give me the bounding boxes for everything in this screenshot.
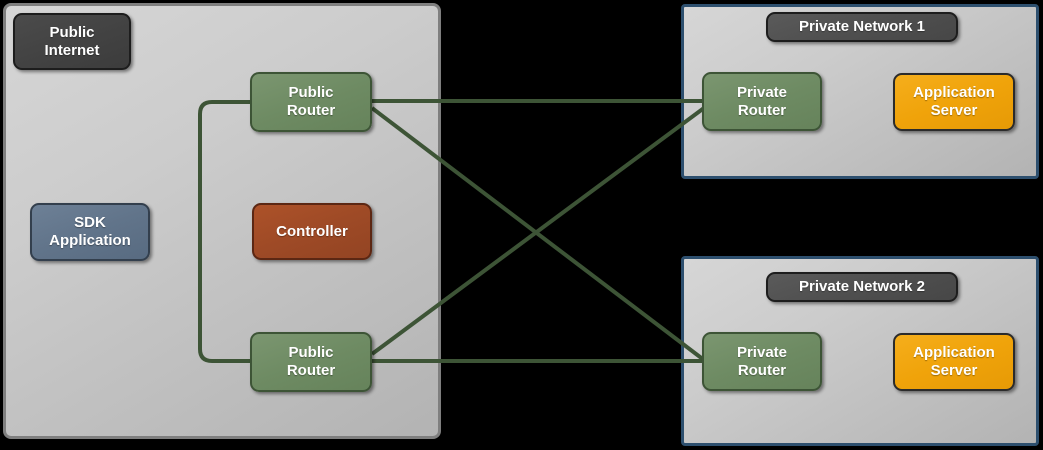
node-public-router-1-label-line1: Public (288, 84, 334, 102)
node-public-internet[interactable]: Public Internet (13, 13, 131, 70)
node-private-router-2[interactable]: Private Router (702, 332, 822, 391)
node-private-router-2-label-line1: Private (736, 343, 788, 361)
zone-private-network-2-label: Private Network 2 (766, 272, 958, 302)
node-controller-label-line1: Controller (276, 222, 348, 240)
node-public-internet-label-line1: Public (49, 23, 95, 41)
node-public-internet-label-line2: Internet (44, 41, 100, 59)
node-private-router-1[interactable]: Private Router (702, 72, 822, 131)
node-application-server-1-label-line1: Application (913, 84, 995, 102)
node-public-router-2-label-line2: Router (286, 362, 336, 379)
node-private-router-1-label-line1: Private (736, 83, 788, 101)
node-private-router-1-label-line2: Router (737, 101, 787, 119)
node-application-server-1-label-line2: Server (930, 102, 978, 119)
node-public-router-1[interactable]: Public Router (250, 72, 372, 132)
node-sdk-application-label-line1: SDK (74, 214, 106, 232)
node-public-router-2-label-line1: Public (288, 344, 334, 362)
node-private-router-2-label-line2: Router (737, 361, 787, 379)
node-controller[interactable]: Controller (252, 203, 372, 260)
node-public-router-2[interactable]: Public Router (250, 332, 372, 392)
node-application-server-2-label-line1: Application (913, 344, 995, 362)
zone-private-network-1-label: Private Network 1 (766, 12, 958, 42)
node-application-server-2[interactable]: Application Server (893, 333, 1015, 391)
node-sdk-application-label-line2: Application (49, 232, 131, 249)
node-application-server-2-label-line2: Server (930, 362, 978, 379)
node-public-router-1-label-line2: Router (286, 102, 336, 119)
node-application-server-1[interactable]: Application Server (893, 73, 1015, 131)
node-sdk-application[interactable]: SDK Application (30, 203, 150, 261)
